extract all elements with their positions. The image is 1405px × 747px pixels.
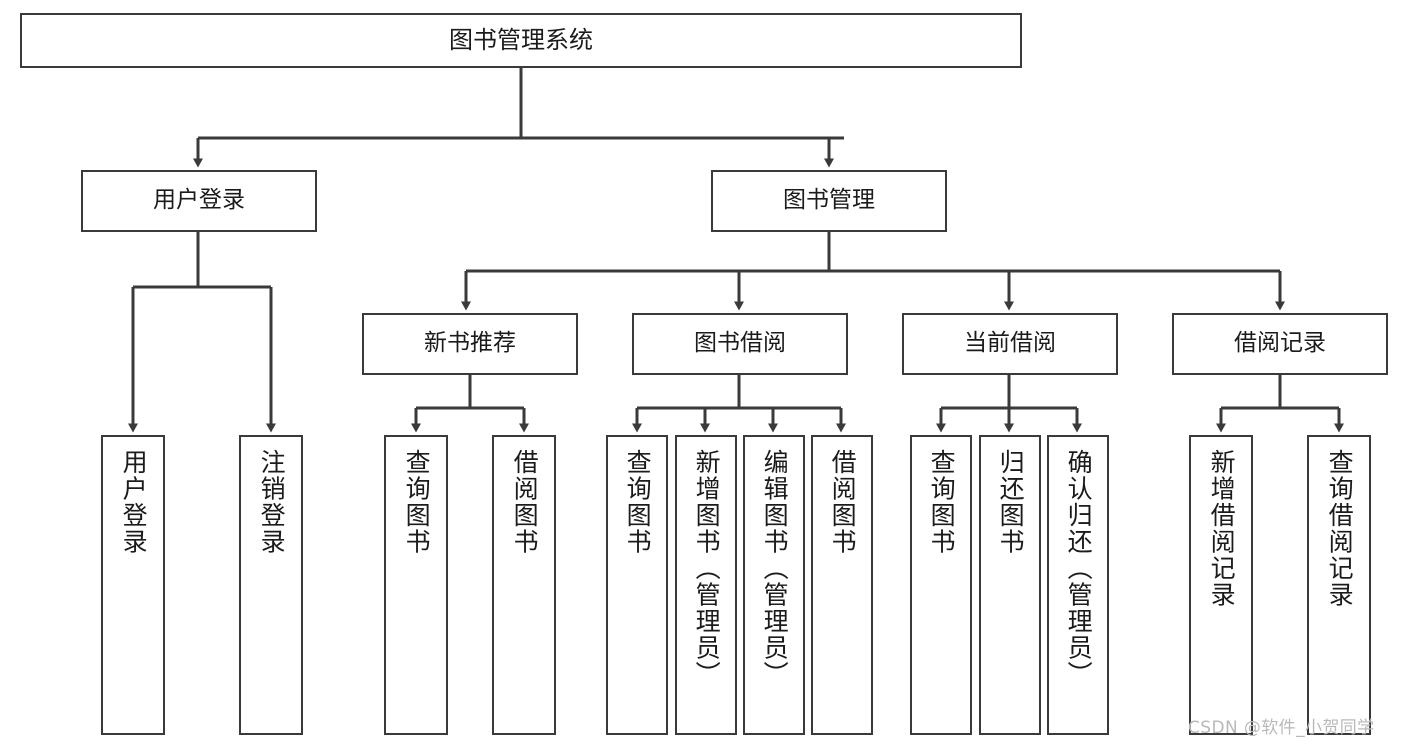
leaf-query-book-3[interactable]: 查询图书 — [910, 435, 972, 735]
leaf-query-book-1[interactable]: 查询图书 — [384, 435, 448, 735]
leaf-add-record[interactable]: 新增借阅记录 — [1189, 435, 1253, 735]
leaf-add-book-label: 新增图书（管理员） — [692, 449, 722, 688]
leaf-query-book-2[interactable]: 查询图书 — [606, 435, 668, 735]
node-borrow-record-label: 借阅记录 — [1234, 330, 1326, 357]
leaf-edit-book-label: 编辑图书（管理员） — [760, 449, 790, 688]
node-user-login-label: 用户登录 — [153, 187, 245, 214]
node-book-manage-label: 图书管理 — [783, 187, 875, 214]
leaf-borrow-book-1-label: 借阅图书 — [510, 449, 540, 555]
leaf-add-record-label: 新增借阅记录 — [1207, 449, 1237, 608]
leaf-query-book-2-label: 查询图书 — [623, 449, 653, 555]
leaf-user-login-label: 用户登录 — [119, 449, 149, 555]
node-new-book-recommend[interactable]: 新书推荐 — [362, 313, 578, 375]
leaf-borrow-book-2-label: 借阅图书 — [828, 449, 858, 555]
leaf-edit-book[interactable]: 编辑图书（管理员） — [743, 435, 805, 735]
leaf-query-record-label: 查询借阅记录 — [1325, 449, 1355, 608]
leaf-user-login[interactable]: 用户登录 — [101, 435, 165, 735]
node-current-borrow-label: 当前借阅 — [964, 330, 1056, 357]
node-user-login[interactable]: 用户登录 — [81, 170, 317, 232]
leaf-logout-login[interactable]: 注销登录 — [239, 435, 303, 735]
node-book-manage[interactable]: 图书管理 — [711, 170, 947, 232]
node-book-borrow-label: 图书借阅 — [694, 330, 786, 357]
node-current-borrow[interactable]: 当前借阅 — [902, 313, 1118, 375]
leaf-add-book[interactable]: 新增图书（管理员） — [675, 435, 737, 735]
leaf-return-book[interactable]: 归还图书 — [979, 435, 1041, 735]
leaf-query-book-1-label: 查询图书 — [402, 449, 432, 555]
leaf-borrow-book-1[interactable]: 借阅图书 — [492, 435, 556, 735]
leaf-logout-login-label: 注销登录 — [257, 449, 287, 555]
node-root-label: 图书管理系统 — [449, 26, 593, 55]
leaf-confirm-return[interactable]: 确认归还（管理员） — [1047, 435, 1109, 735]
node-root-system[interactable]: 图书管理系统 — [20, 13, 1022, 68]
leaf-query-book-3-label: 查询图书 — [927, 449, 957, 555]
leaf-query-record[interactable]: 查询借阅记录 — [1307, 435, 1371, 735]
node-new-book-recommend-label: 新书推荐 — [424, 330, 516, 357]
leaf-return-book-label: 归还图书 — [996, 449, 1026, 555]
leaf-confirm-return-label: 确认归还（管理员） — [1064, 449, 1094, 688]
leaf-borrow-book-2[interactable]: 借阅图书 — [811, 435, 873, 735]
node-book-borrow[interactable]: 图书借阅 — [632, 313, 848, 375]
node-borrow-record[interactable]: 借阅记录 — [1172, 313, 1388, 375]
watermark-text: CSDN @软件_小贺同学 — [1188, 718, 1375, 738]
